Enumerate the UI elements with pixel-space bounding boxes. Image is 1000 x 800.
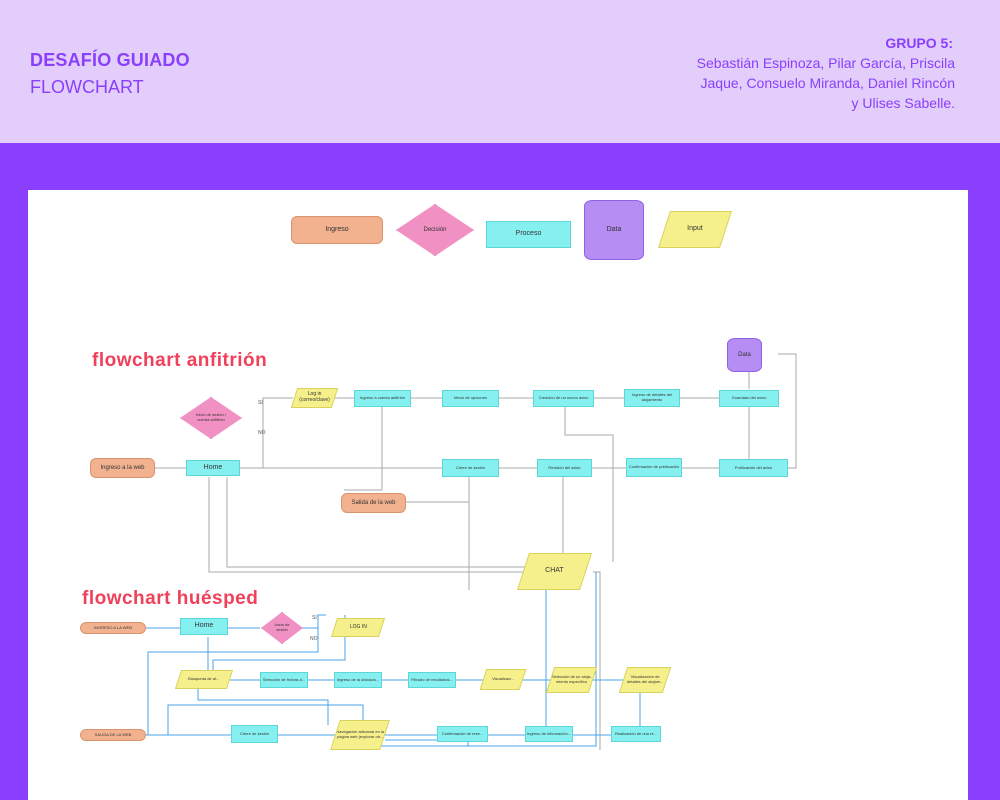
connector: [303, 614, 326, 629]
legend-data: Data: [584, 200, 644, 260]
connector-lines: [146, 353, 797, 750]
group-label: GRUPO 5:: [885, 35, 953, 51]
page-subtitle: FLOWCHART: [30, 77, 144, 97]
label-no-huesped: NO: [310, 636, 318, 642]
label-no: NO: [258, 430, 266, 436]
connector: [197, 689, 329, 725]
node-chat: CHAT: [516, 553, 593, 590]
legend-input: Input: [657, 211, 733, 248]
label-si: SI: [258, 400, 263, 406]
header-banner: DESAFÍO GUIADO FLOWCHART GRUPO 5: Sebast…: [0, 0, 1000, 143]
node-menu-opciones: Menú de opciones: [442, 390, 499, 407]
connector: [167, 704, 364, 735]
connector: [226, 477, 530, 568]
node-ingreso-web-huesped: INGRESO A LA WEB: [80, 622, 146, 634]
node-cierre: Cierre de sesión: [442, 459, 499, 477]
node-login-huesped: LOG IN: [330, 618, 386, 637]
node-navegacion: Navegación adicional en la página web (e…: [330, 720, 390, 750]
node-salida-huesped: SALIDA DE LA WEB: [80, 729, 146, 741]
node-seleccion-aloj: Selección de un aloja- miento específico: [545, 667, 598, 693]
node-ingreso-web: Ingreso a la web: [90, 458, 155, 478]
node-realizacion: Realización de una re...: [611, 726, 661, 742]
node-ingreso-ubicacion: Ingreso de la ubicació...: [334, 672, 382, 688]
node-seleccion-fechas: Selección de fechas d...: [260, 672, 308, 688]
node-home: Home: [186, 460, 240, 476]
connector: [212, 615, 346, 672]
node-filtrado: Filtrado de resultados...: [408, 672, 456, 688]
section-title-anfitrion: flowchart anfitrión: [92, 350, 268, 371]
connector: [406, 477, 470, 503]
node-ingreso-detalles: Ingreso de detalles del alojamiento: [624, 389, 680, 407]
node-creacion-aviso: Creación de un nuevo aviso: [533, 390, 594, 407]
node-home-huesped: Home: [180, 618, 228, 635]
section-title-huesped: flowchart huésped: [82, 588, 259, 609]
legend-proceso: Proceso: [486, 221, 571, 248]
legend-ingreso: Ingreso: [291, 216, 383, 244]
connector: [147, 628, 319, 735]
node-busqueda: Búsqueda de al...: [174, 670, 234, 689]
node-publicacion: Publicación del aviso: [719, 459, 788, 477]
group-members: Sebastián Espinoza, Pilar García, Prisci…: [696, 55, 955, 111]
node-revision: Revisión del aviso: [537, 459, 592, 477]
connector: [593, 571, 601, 750]
node-guardado: Guardado del aviso: [719, 390, 779, 407]
node-cierre-huesped: Cierre de sesión: [231, 725, 278, 743]
page-title: DESAFÍO GUIADO: [30, 50, 190, 70]
node-ingreso-info: Ingreso de información...: [525, 726, 573, 742]
connector: [208, 477, 526, 573]
node-ingreso-cuenta: Ingreso a cuenta anfitrión: [354, 390, 411, 407]
node-confirmacion: Confirmación de publicación: [626, 458, 682, 477]
connector: [262, 397, 293, 418]
connector: [240, 418, 264, 469]
connector: [344, 407, 383, 491]
connector: [778, 353, 797, 469]
connector: [376, 572, 597, 747]
label-si-huesped: SI: [312, 615, 317, 621]
node-visualizacion-detalles: Visualización de detalles del alojam...: [618, 667, 672, 693]
connector: [564, 407, 614, 562]
node-confirmacion-huesped: Confirmación de rese...: [437, 726, 488, 742]
node-login: Log in (correo/clave): [290, 388, 339, 408]
node-data: Data: [727, 338, 762, 372]
node-salida: Salida de la web: [341, 493, 406, 513]
diagram-canvas: Ingreso Decisión Proceso Data Input flow…: [28, 190, 968, 800]
node-visualizacion: Visualizaci...: [479, 669, 527, 690]
